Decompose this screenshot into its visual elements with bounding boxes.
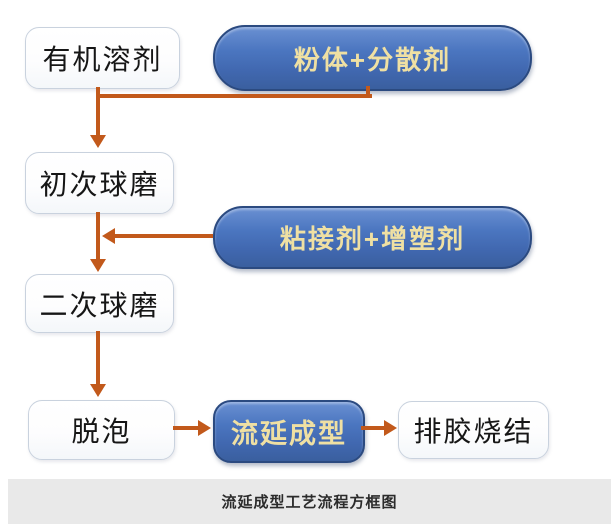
edge-binder-arrowhead xyxy=(102,228,115,244)
node-second-ball-milling-label: 二次球磨 xyxy=(39,289,160,321)
diagram-caption: 流延成型工艺流程方框图 xyxy=(221,494,398,511)
node-binder-plasticizer: 粘接剂+增塑剂 xyxy=(213,206,532,269)
edge-milling2-to-defoaming-arrowhead xyxy=(90,384,106,397)
edge-powder-join-horizontal xyxy=(96,94,372,98)
edge-solvent-to-milling1-arrowhead xyxy=(90,135,106,148)
node-first-ball-milling: 初次球磨 xyxy=(25,152,174,214)
edge-defoaming-to-casting-arrowhead xyxy=(198,420,211,436)
node-organic-solvent-label: 有机溶剂 xyxy=(42,44,163,75)
node-tape-casting-label: 流延成型 xyxy=(231,419,347,449)
node-binder-plasticizer-label: 粘接剂+增塑剂 xyxy=(279,224,466,254)
edge-milling1-to-milling2-line xyxy=(96,212,100,260)
edge-milling2-to-defoaming-line xyxy=(96,331,100,385)
node-tape-casting: 流延成型 xyxy=(213,400,365,463)
edge-defoaming-to-casting-line xyxy=(173,426,199,430)
edge-solvent-to-milling1-line xyxy=(96,87,100,135)
node-debinding-sintering: 排胶烧结 xyxy=(398,401,549,459)
node-powder-dispersant-label: 粉体+分散剂 xyxy=(293,44,452,75)
edge-powder-join-drop xyxy=(366,86,370,98)
node-first-ball-milling-label: 初次球磨 xyxy=(39,169,160,200)
node-organic-solvent: 有机溶剂 xyxy=(25,27,180,89)
node-powder-dispersant: 粉体+分散剂 xyxy=(213,25,532,91)
edge-milling1-to-milling2-arrowhead xyxy=(90,259,106,272)
caption-bar: 流延成型工艺流程方框图 xyxy=(8,479,611,524)
node-defoaming-label: 脱泡 xyxy=(71,416,132,447)
node-debinding-sintering-label: 排胶烧结 xyxy=(413,416,534,447)
node-defoaming: 脱泡 xyxy=(28,400,175,460)
node-second-ball-milling: 二次球磨 xyxy=(25,274,174,333)
edge-casting-to-sintering-line xyxy=(361,426,385,430)
edge-casting-to-sintering-arrowhead xyxy=(384,420,397,436)
edge-binder-line xyxy=(114,234,213,238)
